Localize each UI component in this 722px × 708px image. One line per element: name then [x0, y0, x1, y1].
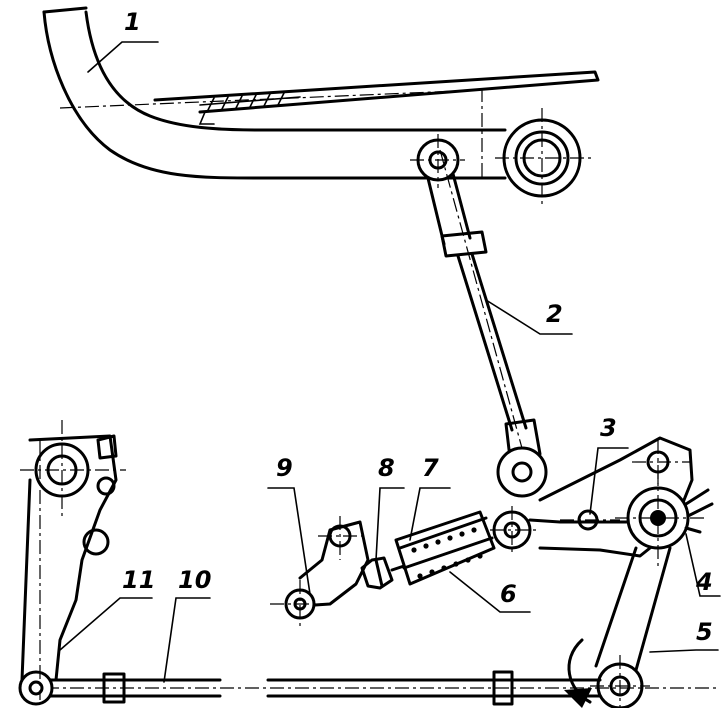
- callout-11: 11: [122, 566, 155, 594]
- spring-housing-6-7: [394, 506, 540, 586]
- callout-5: 5: [696, 618, 713, 646]
- callout-8: 8: [378, 454, 395, 482]
- callout-7: 7: [422, 454, 439, 482]
- leader-lines: [59, 41, 721, 683]
- callout-3: 3: [600, 414, 617, 442]
- left-lever-11: [18, 420, 126, 706]
- adjuster-link-9: [270, 516, 370, 630]
- connecting-rod-10: [20, 670, 720, 706]
- callout-4: 4: [695, 568, 713, 596]
- callout-9: 9: [276, 454, 293, 482]
- bell-crank: [528, 436, 694, 558]
- callout-2: 2: [546, 300, 563, 328]
- main-pivot-shaft: [615, 470, 714, 568]
- pedal-lever: [42, 6, 600, 180]
- callout-10: 10: [178, 566, 211, 594]
- callout-6: 6: [500, 580, 517, 608]
- adjuster-nut-8: [360, 556, 406, 590]
- pushrod: [410, 134, 548, 498]
- pedal-hinge-bushing: [495, 108, 592, 208]
- lower-link: [564, 546, 672, 708]
- callout-labels: 1 2 3 4 5 6 7 8 9 10 11: [122, 8, 713, 646]
- callout-1: 1: [124, 8, 141, 36]
